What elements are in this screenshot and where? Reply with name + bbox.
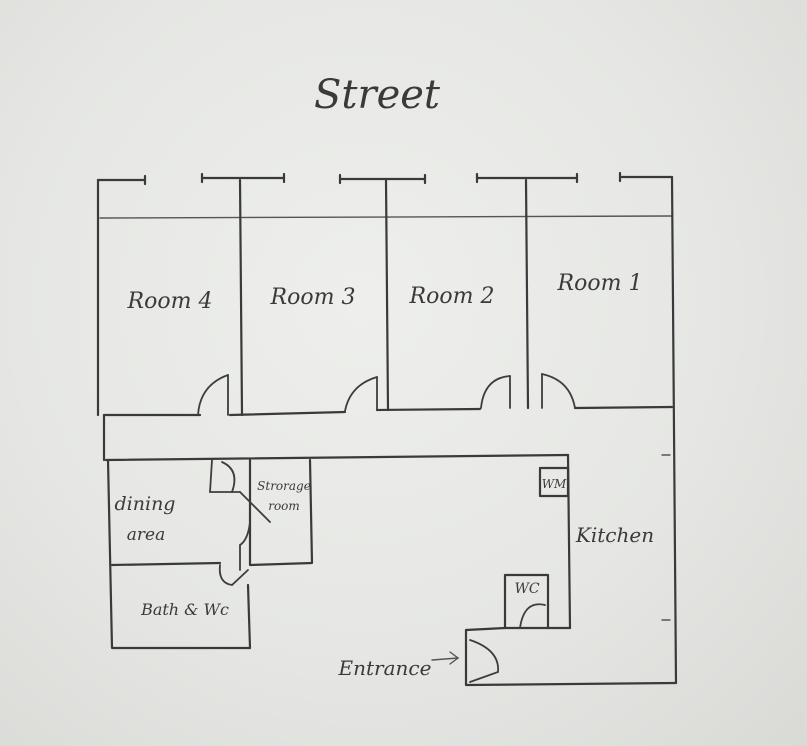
door-room3-swing (344, 376, 378, 412)
wc-door-swing (519, 603, 546, 629)
washing-machine-box (538, 466, 570, 498)
bath-door-swing (218, 564, 249, 586)
wm-label: WM (542, 477, 567, 491)
room3-bottom (228, 410, 347, 417)
window-segment (96, 174, 147, 186)
room-doors (197, 373, 576, 416)
dining-door (209, 459, 241, 493)
entrance-bottom-wall (464, 628, 678, 687)
dining-label-line2: area (127, 525, 165, 545)
storage-door-leaf (239, 491, 271, 523)
wall-room2-room1 (524, 178, 530, 410)
window-segment (475, 172, 579, 184)
bath-label: Bath & Wc (140, 600, 229, 619)
street-title: Street (314, 72, 441, 118)
storage-door-swing (239, 521, 251, 546)
corridor-bottom-wall (104, 453, 570, 462)
door-room1-swing (541, 373, 576, 409)
room-partitions (102, 178, 674, 417)
window-segment (618, 171, 674, 183)
room2-bottom (375, 407, 482, 412)
entrance-arrow (431, 651, 460, 665)
room3-label: Room 3 (270, 285, 356, 310)
left-service-block (106, 458, 314, 650)
window-segment (200, 172, 286, 184)
room2-label: Room 2 (409, 284, 495, 309)
storage-label-line1: Strorage (257, 479, 311, 493)
wall-room3-room2 (384, 178, 390, 412)
room1-bottom (573, 405, 674, 410)
entrance-top-wall (464, 626, 507, 632)
kitchen-block (464, 453, 678, 687)
entrance-label: Entrance (338, 656, 432, 680)
window-segment (338, 173, 427, 185)
door-room4-swing (197, 374, 229, 416)
storage-room-outline (248, 458, 314, 567)
wc-label: WC (514, 581, 539, 597)
storage-label-line2: room (268, 499, 300, 513)
wall-room4-room3 (238, 178, 244, 417)
room4-label: Room 4 (127, 289, 213, 314)
entrance-door (469, 639, 499, 683)
kitchen-label: Kitchen (575, 523, 654, 547)
outer-walls (96, 175, 678, 685)
kitchen-right-ticks (661, 454, 671, 621)
room1-label: Room 1 (557, 271, 643, 296)
dining-bath-outline (106, 458, 252, 650)
right-wall (670, 175, 678, 685)
dining-label-line1: dining (115, 493, 176, 515)
dining-door-swing (221, 461, 236, 493)
door-room2-swing (480, 375, 511, 409)
dining-bath-divider (110, 561, 222, 567)
